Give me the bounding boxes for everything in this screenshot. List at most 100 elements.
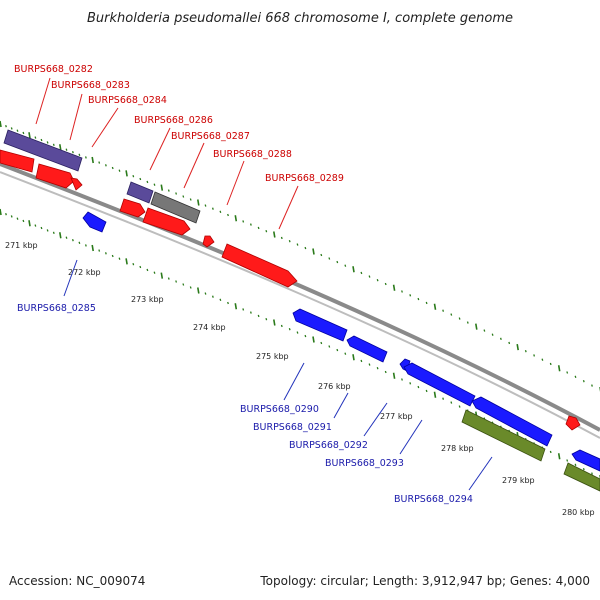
tick-track-outer	[0, 120, 600, 392]
genome-summary-text: Topology: circular; Length: 3,912,947 bp…	[259, 574, 590, 588]
tick-mark-major	[273, 231, 276, 238]
gene-label-0293[interactable]: BURPS668_0293	[325, 458, 404, 469]
tick-mark-minor	[189, 198, 192, 201]
gene-arrow-0282[interactable]	[0, 149, 35, 173]
feature-track-cds	[461, 409, 600, 492]
tick-mark-minor	[376, 367, 379, 370]
rna-block-middle[interactable]	[126, 181, 154, 204]
gene-label-0289[interactable]: BURPS668_0289	[265, 173, 344, 184]
tick-mark-major	[312, 336, 315, 343]
tick-mark-minor	[344, 264, 347, 267]
tick-mark-minor	[483, 329, 486, 332]
tick-mark-major	[0, 120, 2, 128]
tick-mark-minor	[10, 215, 13, 218]
rna-block-left[interactable]	[3, 129, 83, 172]
gene-arrow-0291[interactable]	[346, 335, 388, 363]
tick-mark-minor	[65, 236, 68, 239]
tick-mark-minor	[574, 375, 577, 378]
tick-mark-minor	[425, 301, 428, 305]
tick-mark-minor	[146, 180, 149, 184]
tick-mark-minor	[566, 371, 569, 374]
tick-mark-minor	[336, 260, 339, 264]
gene-label-0282[interactable]: BURPS668_0282	[14, 64, 93, 75]
tick-mark-minor	[249, 223, 252, 226]
tick-mark-minor	[16, 217, 19, 220]
tick-mark-minor	[304, 246, 307, 250]
gene-label-0290[interactable]: BURPS668_0290	[240, 404, 319, 415]
gene-label-0294[interactable]: BURPS668_0294	[394, 494, 473, 505]
kbp-label: 279 kbp	[502, 476, 535, 485]
tick-mark-minor	[591, 384, 593, 387]
tick-mark-minor	[71, 151, 74, 154]
tick-mark-minor	[304, 334, 307, 338]
gene-arrow-0285[interactable]	[82, 211, 107, 233]
tick-mark-minor	[582, 468, 585, 471]
tick-mark-minor	[384, 370, 387, 374]
kbp-label: 277 kbp	[380, 412, 413, 421]
gene-arrow-0288[interactable]	[202, 235, 215, 248]
tick-mark-minor	[16, 129, 19, 132]
tick-mark-major	[312, 248, 315, 255]
label-leader	[63, 259, 78, 297]
tick-mark-minor	[549, 362, 552, 366]
tick-mark-minor	[442, 309, 445, 312]
gene-label-0291[interactable]: BURPS668_0291	[253, 422, 332, 433]
tick-mark-minor	[104, 164, 107, 167]
tick-mark-major	[59, 232, 62, 239]
kbp-label: 273 kbp	[131, 295, 164, 304]
tick-mark-major	[234, 215, 238, 222]
gene-label-0284[interactable]: BURPS668_0284	[88, 95, 167, 106]
tick-mark-minor	[574, 463, 577, 466]
tick-mark-minor	[466, 321, 469, 324]
label-leader	[278, 185, 299, 230]
gene-arrow-0293[interactable]	[403, 362, 476, 407]
tick-mark-minor	[167, 189, 170, 192]
tick-mark-minor	[360, 271, 363, 275]
tick-mark-minor	[219, 298, 222, 301]
label-leader	[226, 160, 245, 206]
gray-block[interactable]	[150, 191, 201, 224]
cds-block-1[interactable]	[461, 409, 546, 462]
kbp-label: 274 kbp	[193, 323, 226, 332]
tick-mark-minor	[328, 257, 331, 260]
tick-mark-minor	[22, 219, 25, 223]
tick-mark-minor	[139, 265, 142, 269]
tick-mark-minor	[182, 283, 185, 286]
tick-mark-major	[28, 220, 31, 227]
kbp-label: 272 kbp	[68, 268, 101, 277]
tick-mark-minor	[189, 286, 192, 289]
gene-arrow-0283[interactable]	[35, 163, 75, 189]
gene-label-0286[interactable]: BURPS668_0286	[134, 115, 213, 126]
tick-mark-minor	[458, 317, 461, 320]
gene-label-0288[interactable]: BURPS668_0288	[213, 149, 292, 160]
gene-arrow-0287[interactable]	[142, 207, 191, 236]
gene-label-0292[interactable]: BURPS668_0292	[289, 440, 368, 451]
tick-mark-minor	[591, 472, 593, 475]
tick-mark-minor	[376, 279, 379, 282]
tick-mark-major	[91, 244, 94, 252]
tick-mark-minor	[401, 290, 403, 293]
gene-arrow-0294[interactable]	[471, 396, 553, 447]
tick-mark-minor	[204, 204, 207, 207]
tick-mark-minor	[22, 131, 25, 135]
gene-arrow-0289[interactable]	[221, 243, 298, 288]
gene-arrow-0286[interactable]	[119, 198, 146, 218]
gene-arrow-far-right-blue[interactable]	[571, 449, 600, 472]
gene-arrow-0290[interactable]	[292, 308, 348, 342]
gene-label-0285[interactable]: BURPS668_0285	[17, 303, 96, 314]
tick-mark-minor	[104, 252, 107, 255]
gene-label-0287[interactable]: BURPS668_0287	[171, 131, 250, 142]
tick-mark-minor	[384, 282, 387, 286]
tick-mark-minor	[34, 136, 37, 139]
gene-arrow-far-right[interactable]	[565, 415, 581, 431]
tick-mark-minor	[5, 125, 7, 128]
cds-block-2[interactable]	[563, 462, 600, 492]
tick-mark-minor	[65, 148, 68, 151]
tick-mark-minor	[242, 308, 245, 311]
tick-mark-minor	[10, 127, 13, 130]
tick-mark-minor	[257, 314, 260, 318]
gene-label-0283[interactable]: BURPS668_0283	[51, 80, 130, 91]
tick-mark-major	[91, 156, 94, 164]
tick-mark-minor	[280, 236, 283, 240]
gene-arrow-0284[interactable]	[70, 177, 83, 191]
